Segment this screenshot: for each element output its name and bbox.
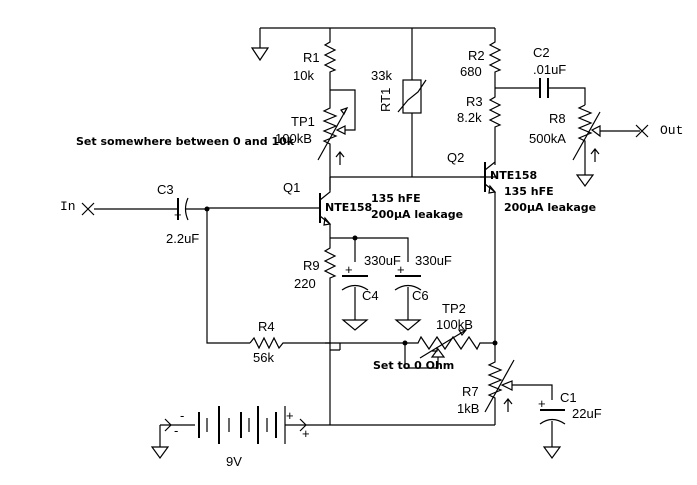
r3-name: R3 (466, 94, 483, 109)
rt1-name: RT1 (378, 88, 393, 112)
thermistor-rt1 (397, 28, 427, 177)
c6-value: 330uF (415, 253, 452, 268)
battery-plus: + (286, 408, 294, 423)
c6-name: C6 (412, 288, 429, 303)
c1-name: C1 (560, 390, 577, 405)
output-terminal-icon (635, 124, 649, 138)
c3-value: 2.2uF (166, 231, 199, 246)
ground-symbol-r8 (575, 165, 595, 188)
capacitor-c4 (341, 275, 369, 331)
q2-name: Q2 (447, 150, 464, 165)
c6-plus: + (397, 262, 405, 277)
q2-leakage: 200µA leakage (504, 201, 596, 214)
potentiometer-r7 (484, 343, 553, 425)
crossover-wire (325, 342, 345, 351)
ground-symbol-battery (150, 425, 170, 460)
tp1-name: TP1 (291, 114, 315, 129)
r4-value: 56k (253, 350, 274, 365)
c4-name: C4 (362, 288, 379, 303)
transistor-q1 (207, 177, 332, 238)
tp1-note: Set somewhere between 0 and 10k (76, 135, 295, 148)
capacitor-c6 (394, 275, 422, 331)
rt1-value: 33k (371, 68, 392, 83)
q2-part: NTE158 (490, 169, 537, 182)
resistor-r3 (488, 88, 502, 165)
c3-name: C3 (157, 182, 174, 197)
c2-name: C2 (533, 45, 550, 60)
c4-plus: + (345, 262, 353, 277)
ground-symbol-top (250, 28, 270, 62)
r4-name: R4 (258, 319, 275, 334)
r9-name: R9 (303, 258, 320, 273)
input-terminal-icon (81, 202, 95, 216)
c2-value: .01uF (533, 62, 566, 77)
potentiometer-tp1 (317, 85, 356, 190)
r7-name: R7 (462, 384, 479, 399)
junction-dot (352, 235, 358, 241)
q1-leakage: 200µA leakage (371, 208, 463, 221)
transistor-q2 (480, 161, 497, 200)
resistor-r9 (323, 238, 337, 343)
q2-hfe: 135 hFE (504, 185, 554, 198)
in-label: In (60, 199, 76, 214)
r9-value: 220 (294, 276, 316, 291)
capacitor-c2 (495, 78, 586, 105)
battery-value: 9V (226, 454, 242, 469)
r1-value: 10k (293, 68, 314, 83)
r1-name: R1 (303, 50, 320, 65)
tp2-note: Set to 0 Ohm (373, 359, 454, 372)
capacitor-c1 (539, 409, 566, 460)
r2-value: 680 (460, 64, 482, 79)
r8-name: R8 (549, 111, 566, 126)
tp2-name: TP2 (442, 301, 466, 316)
battery-plus-2: + (302, 426, 310, 441)
potentiometer-r8 (572, 104, 640, 165)
q1-part: NTE158 (325, 201, 372, 214)
battery-icon (160, 406, 307, 444)
c3-plus: + (174, 207, 182, 222)
feedback-wire (206, 209, 250, 344)
resistor-r2 (488, 28, 502, 88)
r8-value: 500kA (529, 131, 566, 146)
q1-name: Q1 (283, 180, 300, 195)
tp2-value: 100kB (436, 317, 473, 332)
battery-minus-2: - (174, 423, 178, 438)
out-label: Out (660, 123, 683, 138)
resistor-r4 (249, 336, 330, 350)
potentiometer-tp2 (404, 329, 495, 369)
q1-hfe: 135 hFE (371, 192, 421, 205)
c1-plus: + (538, 396, 546, 411)
c1-value: 22uF (572, 406, 602, 421)
battery-minus: - (180, 408, 184, 423)
capacitor-c3 (94, 197, 207, 221)
resistor-r1 (323, 28, 337, 85)
c4-value: 330uF (364, 253, 401, 268)
tp1-value: 100kB (275, 131, 312, 146)
r3-value: 8.2k (457, 110, 482, 125)
r7-value: 1kB (457, 401, 479, 416)
r2-name: R2 (468, 48, 485, 63)
